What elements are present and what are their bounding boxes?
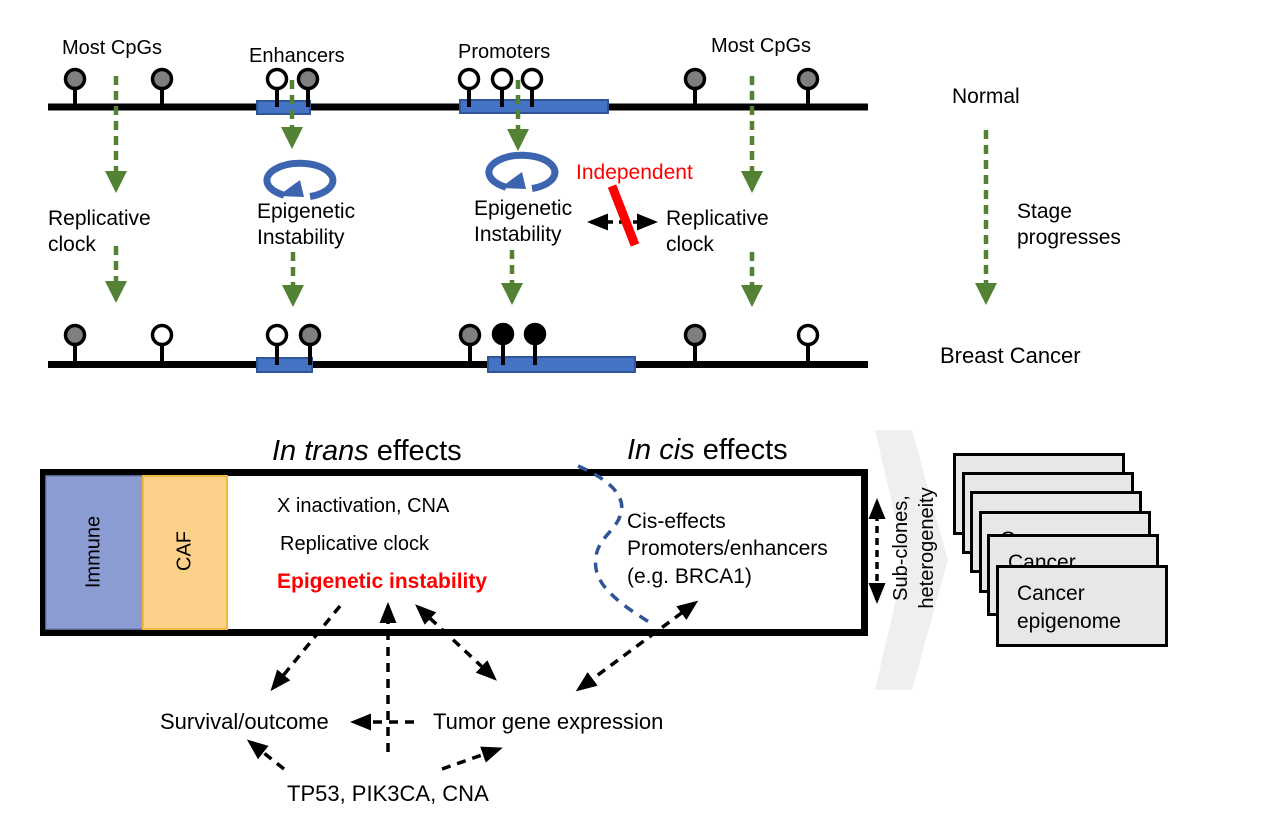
gray-flow-arrow	[875, 430, 948, 690]
enhancers-label: Enhancers	[249, 45, 345, 67]
cancer-epigenome-card: Cancer epigenome	[996, 565, 1168, 647]
enhancer-promoter-bars	[256, 99, 636, 373]
caf-block	[142, 475, 228, 630]
most-cpgs-right-label: Most CpGs	[711, 35, 812, 57]
independent-red-slash	[607, 184, 640, 247]
in-cis-effects-title: In cis effects	[627, 434, 788, 466]
replicative-clock-item: Replicative clock	[280, 533, 429, 555]
cancer-epigenome-card-label: Cancer epigenome	[1017, 582, 1121, 633]
subclones-heterogeneity-label: Sub-clones, heterogeneity	[890, 487, 938, 609]
normal-label: Normal	[952, 85, 1020, 108]
cycle-loop-icon	[485, 151, 559, 192]
relationship-arrows	[246, 600, 699, 771]
cis-effects-text: Cis-effects Promoters/enhancers (e.g. BR…	[627, 510, 828, 588]
green-dashed-arrows	[105, 76, 997, 307]
epigenetic-instability-enhancers-label: Epigenetic Instability	[257, 200, 356, 250]
breast-cancer-label: Breast Cancer	[940, 343, 1081, 368]
cycle-loop-icon	[263, 159, 337, 200]
chromosome-cancer	[48, 361, 868, 368]
caf-label: CAF	[173, 531, 196, 571]
driver-genes-label: TP53, PIK3CA, CNA	[287, 781, 489, 806]
epigenetic-instability-promoters-label: Epigenetic Instability	[474, 197, 573, 247]
tumor-gene-expression-label: Tumor gene expression	[433, 709, 664, 734]
methylation-lollipops-cancer	[63, 322, 820, 365]
methylation-lollipops-normal	[63, 67, 820, 107]
replicative-clock-right-label: Replicative clock	[666, 207, 769, 257]
promoters-label: Promoters	[458, 41, 551, 63]
independent-label: Independent	[576, 161, 693, 184]
chromosome-normal	[48, 103, 868, 111]
epigenetic-instability-item: Epigenetic instability	[277, 570, 488, 593]
in-trans-effects-title: In trans effects	[272, 435, 462, 467]
replicative-clock-left-label: Replicative clock	[48, 207, 151, 257]
x-inactivation-item: X inactivation, CNA	[277, 495, 450, 517]
most-cpgs-left-label: Most CpGs	[62, 37, 163, 59]
immune-label: Immune	[82, 515, 105, 589]
stage-progresses-label: Stage progresses	[1017, 200, 1121, 250]
immune-block	[45, 475, 144, 630]
survival-outcome-label: Survival/outcome	[160, 709, 329, 734]
